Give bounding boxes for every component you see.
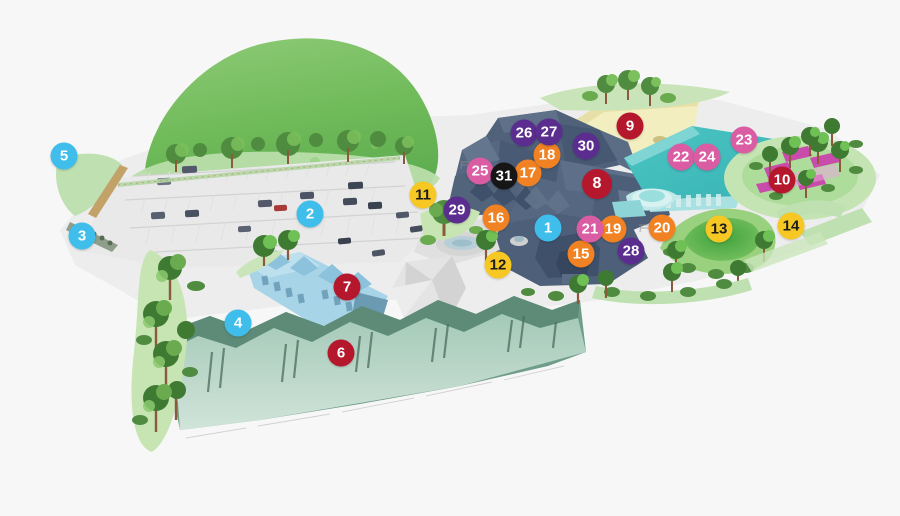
marker-31[interactable]: 31	[490, 162, 518, 190]
marker-3[interactable]: 3	[68, 222, 96, 250]
west-tree-line	[131, 250, 205, 452]
marker-label: 20	[653, 219, 671, 237]
marker-1[interactable]: 1	[534, 214, 562, 242]
marker-12[interactable]: 12	[484, 251, 512, 279]
marker-label: 15	[572, 245, 590, 263]
marker-label: 4	[233, 314, 243, 332]
marker-label: 25	[471, 162, 489, 180]
marker-28[interactable]: 28	[617, 237, 645, 265]
tree-band-north	[166, 130, 414, 172]
marker-label: 5	[59, 147, 69, 165]
marker-22[interactable]: 22	[667, 143, 695, 171]
parked-cars	[150, 165, 424, 257]
marker-label: 18	[538, 146, 556, 164]
garden-trees	[749, 132, 863, 200]
marker-15[interactable]: 15	[567, 240, 595, 268]
marker-8[interactable]: 8	[582, 169, 612, 199]
marker-label: 9	[625, 117, 635, 135]
marker-5[interactable]: 5	[50, 142, 78, 170]
marker-label: 23	[735, 131, 753, 149]
marker-label: 17	[519, 164, 537, 182]
marker-2[interactable]: 2	[296, 200, 324, 228]
marker-25[interactable]: 25	[466, 157, 494, 185]
marker-19[interactable]: 19	[599, 215, 627, 243]
marker-label: 11	[415, 186, 431, 204]
parking-lot	[78, 155, 430, 268]
marker-label: 27	[540, 123, 558, 141]
marker-label: 31	[495, 167, 513, 185]
marker-27[interactable]: 27	[535, 118, 563, 146]
marker-7[interactable]: 7	[333, 273, 361, 301]
marker-label: 8	[592, 175, 602, 192]
marker-6[interactable]: 6	[327, 339, 355, 367]
marker-label: 30	[577, 137, 595, 155]
entrance-trees	[476, 230, 614, 304]
east-paths	[592, 200, 872, 305]
pavilion-trees	[253, 230, 300, 266]
far-east-trees	[801, 118, 863, 156]
marker-label: 26	[515, 124, 533, 142]
marker-9[interactable]: 9	[616, 112, 644, 140]
marker-11[interactable]: 11	[409, 181, 437, 209]
marker-label: 29	[448, 201, 466, 219]
picnic-table-icon-west	[459, 157, 473, 175]
picnic-table-icon-east	[638, 220, 652, 238]
marker-label: 3	[77, 227, 87, 245]
marker-label: 7	[342, 278, 352, 296]
marker-label: 12	[489, 256, 507, 274]
marker-24[interactable]: 24	[693, 143, 721, 171]
marker-label: 1	[543, 219, 553, 237]
marker-label: 2	[305, 205, 315, 223]
marker-label: 22	[672, 148, 690, 166]
marker-10[interactable]: 10	[768, 166, 796, 194]
marker-16[interactable]: 16	[482, 204, 510, 232]
marker-label: 21	[581, 220, 599, 238]
marker-21[interactable]: 21	[576, 215, 604, 243]
marker-label: 28	[622, 242, 640, 260]
marker-label: 14	[782, 217, 800, 235]
marker-30[interactable]: 30	[572, 132, 600, 160]
marker-4[interactable]: 4	[224, 309, 252, 337]
marker-13[interactable]: 13	[705, 215, 733, 243]
marker-label: 13	[710, 220, 728, 238]
marker-18[interactable]: 18	[533, 141, 561, 169]
marker-label: 19	[604, 220, 622, 238]
marker-label: 10	[773, 171, 791, 189]
marker-label: 16	[487, 209, 505, 227]
marker-23[interactable]: 23	[730, 126, 758, 154]
garden-beds	[724, 132, 876, 220]
canopy-structure	[170, 296, 586, 439]
marker-29[interactable]: 29	[443, 196, 471, 224]
marker-20[interactable]: 20	[648, 214, 676, 242]
marker-26[interactable]: 26	[510, 119, 538, 147]
marker-label: 6	[336, 344, 346, 362]
terrace-trees	[582, 70, 676, 106]
marker-14[interactable]: 14	[777, 212, 805, 240]
marker-label: 24	[698, 148, 716, 166]
